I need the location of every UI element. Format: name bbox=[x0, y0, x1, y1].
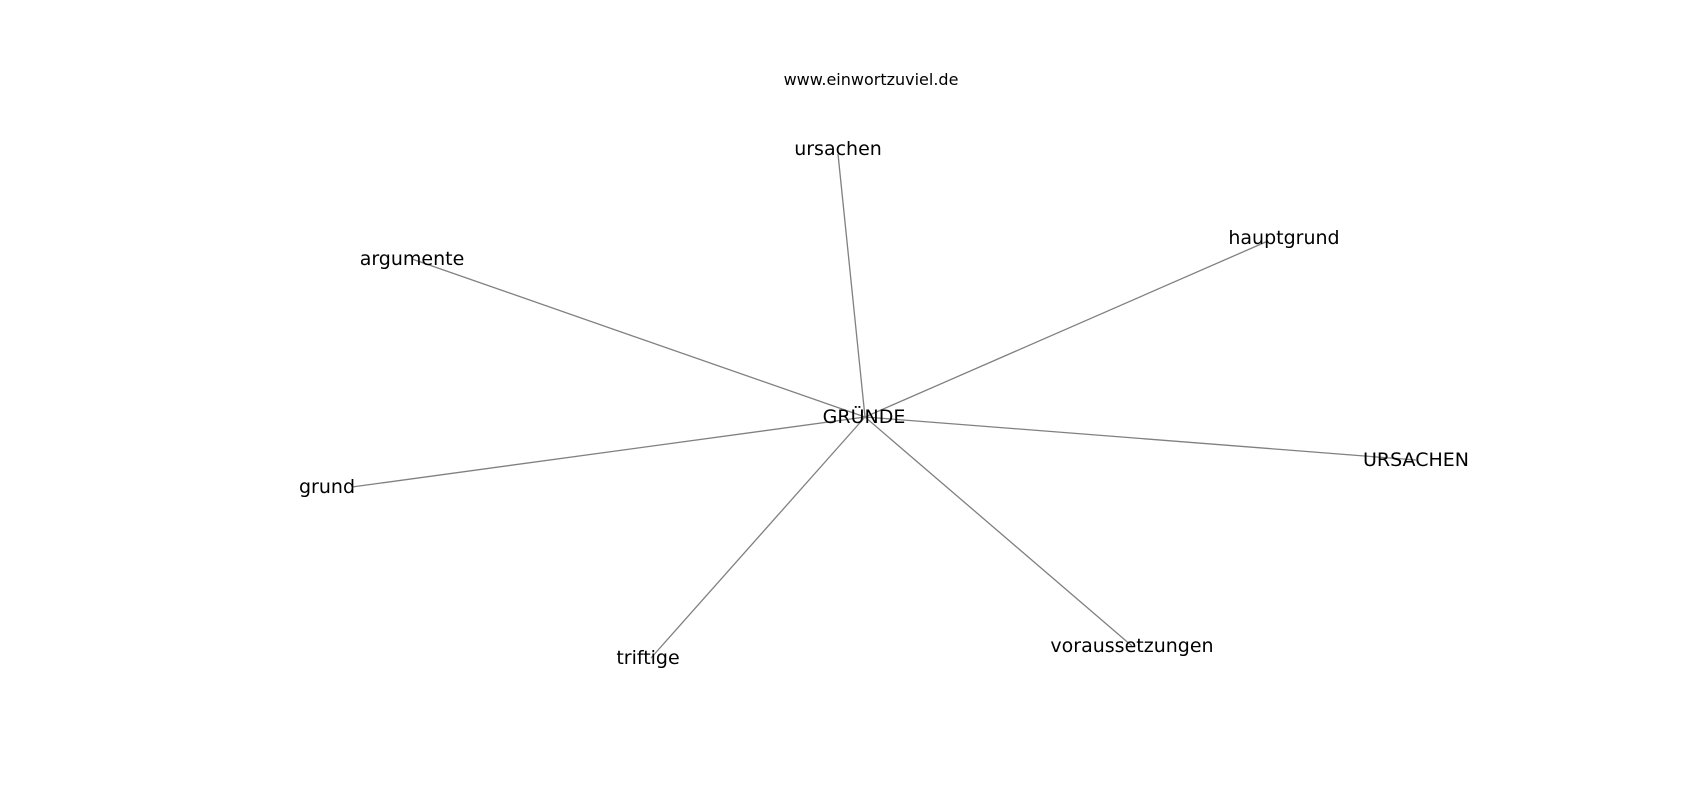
node-center: GRÜNDE bbox=[823, 405, 906, 428]
edge-to-argumente bbox=[411, 258, 866, 418]
edge-to-ursachen bbox=[837, 153, 866, 418]
label-layer: GRÜNDE ursachen hauptgrund argumente URS… bbox=[299, 138, 1469, 669]
node-hauptgrund: hauptgrund bbox=[1228, 227, 1339, 249]
node-triftige: triftige bbox=[616, 647, 679, 669]
edge-to-voraussetzungen bbox=[864, 416, 1133, 647]
edge-to-triftige bbox=[650, 416, 866, 659]
source-watermark: www.einwortzuviel.de bbox=[783, 70, 959, 89]
edge-to-hauptgrund bbox=[864, 240, 1269, 418]
node-argumente: argumente bbox=[360, 248, 465, 270]
edge-layer bbox=[351, 153, 1417, 659]
edge-to-grund bbox=[351, 416, 866, 488]
node-voraussetzungen: voraussetzungen bbox=[1050, 635, 1213, 657]
edge-to-URSACHEN bbox=[864, 416, 1417, 461]
node-ursachen: ursachen bbox=[794, 138, 882, 160]
node-URSACHEN: URSACHEN bbox=[1363, 449, 1469, 471]
node-grund: grund bbox=[299, 476, 355, 498]
